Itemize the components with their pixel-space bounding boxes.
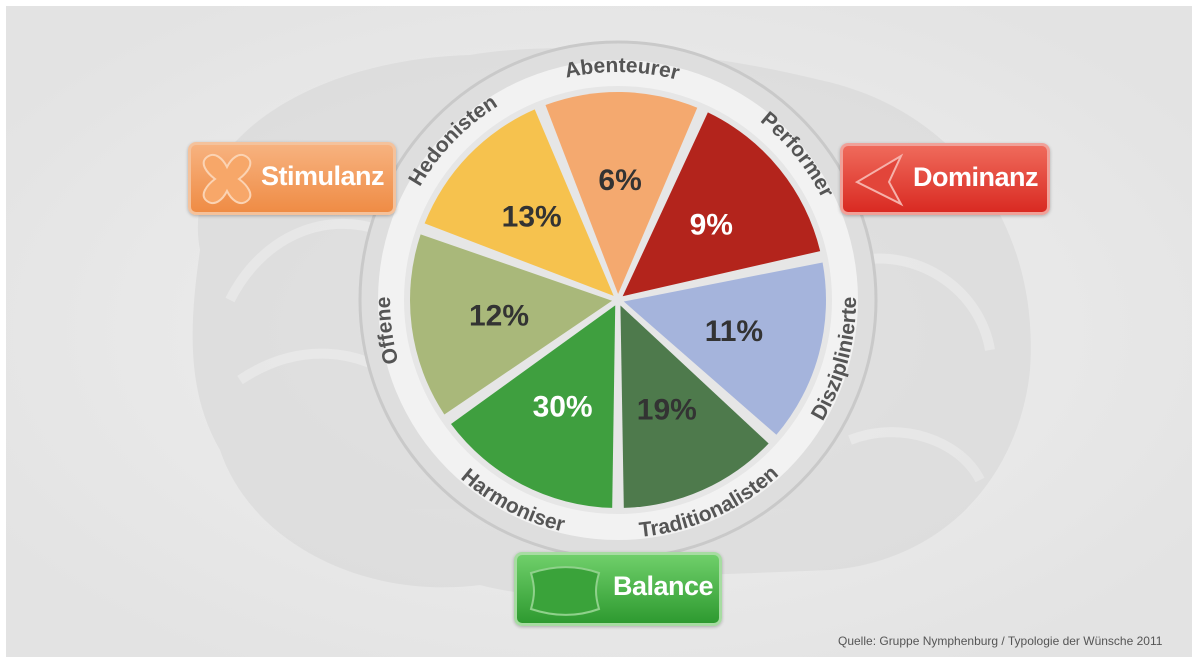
value-label-offene: 12% xyxy=(469,300,529,333)
value-label-traditionalisten: 19% xyxy=(637,394,697,427)
dominanz-badge: Dominanz xyxy=(840,143,1050,215)
value-label-abenteurer: 6% xyxy=(598,164,641,197)
pie-slice-harmoniser xyxy=(451,305,616,508)
pie-slice-traditionalisten xyxy=(620,305,769,508)
value-label-performer: 9% xyxy=(690,208,733,241)
balance-badge: Balance xyxy=(514,552,722,626)
stimulanz-badge: Stimulanz xyxy=(188,142,396,215)
pie-slice-offene xyxy=(410,234,613,415)
pie-slice-performer xyxy=(622,112,821,297)
x-shape-icon xyxy=(202,153,252,205)
value-label-disziplinierte: 11% xyxy=(705,315,763,348)
pie-slice-hedonisten xyxy=(424,109,614,296)
pie-slice-abenteurer xyxy=(545,91,698,295)
pillow-icon xyxy=(529,566,601,616)
source-note: Quelle: Gruppe Nymphenburg / Typologie d… xyxy=(838,634,1163,648)
pie-slice-disziplinierte xyxy=(623,262,827,435)
balance-label: Balance xyxy=(613,571,714,601)
dominanz-label: Dominanz xyxy=(913,162,1039,192)
stimulanz-label: Stimulanz xyxy=(261,161,385,191)
value-label-harmoniser: 30% xyxy=(533,390,593,423)
value-label-hedonisten: 13% xyxy=(502,201,562,234)
triangle-arrow-icon xyxy=(854,153,904,207)
